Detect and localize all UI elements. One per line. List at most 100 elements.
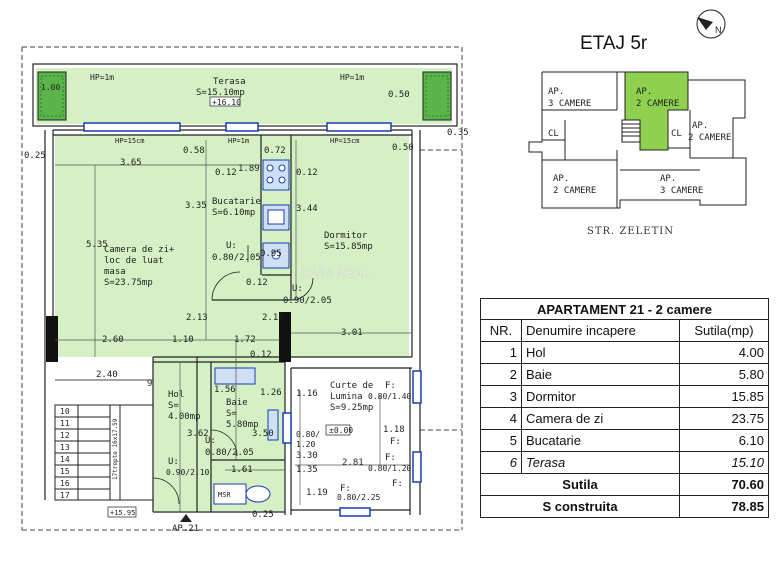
kp-ap-nw-a: AP. [548, 87, 564, 97]
row-nr: 5 [480, 429, 522, 452]
dim-label: 0.58 [183, 146, 205, 156]
dim-label: 3.35 [185, 201, 207, 211]
row-name: Bucatarie [521, 429, 680, 452]
kp-ap-sel-a: AP. [636, 87, 652, 97]
room-area-baie-label: S= [226, 409, 237, 419]
row-area: 6.10 [679, 429, 769, 452]
kitchen-units [262, 159, 290, 269]
dim-label: 1.18 [383, 425, 405, 435]
row-name: Camera de zi [521, 407, 680, 430]
dim-label: 0.50 [392, 143, 414, 153]
dim-label: 0.80/1.20 [368, 464, 412, 473]
dim-label: 1.19 [306, 488, 328, 498]
row-nr: 3 [480, 385, 522, 408]
dim-label: U: [292, 284, 303, 294]
floor-level: +15.95 [110, 509, 135, 517]
dim-label: MSR [218, 491, 231, 499]
plan-dashed-outline [21, 46, 463, 531]
dim-label: 0.50 [388, 90, 410, 100]
room-area-baie: 5.80mp [226, 420, 259, 430]
kp-ap-nw-b: 3 CAMERE [548, 99, 591, 109]
row-nr: 1 [480, 341, 522, 364]
stair-step-number: 15 [60, 467, 70, 476]
dim-label: HP=1m [340, 73, 364, 82]
dim-label: U: [226, 241, 237, 251]
dim-label: 1.10 [172, 335, 194, 345]
row-name: Hol [521, 341, 680, 364]
dim-label: 0.80/2.05 [205, 448, 254, 458]
dim-label: 1.16 [296, 389, 318, 399]
dim-label: 0.25 [24, 151, 46, 161]
kp-ap-se-a: AP. [660, 174, 676, 184]
row-nr: 6 [480, 451, 522, 474]
level-box [107, 506, 137, 518]
sutila-label: Sutila [480, 473, 680, 496]
dim-label: 2.81 [342, 458, 364, 468]
row-area: 15.10 [679, 451, 769, 474]
dim-label: F: [340, 484, 351, 494]
dim-label: 2.13 [186, 313, 208, 323]
dim-label: 0.95 [260, 249, 282, 259]
dim-label: 3.65 [120, 158, 142, 168]
dim-label: 0.12 [246, 278, 268, 288]
construita-label: S construita [480, 495, 680, 518]
dim-label: HP=1m [90, 73, 114, 82]
room-name-hol: Hol [168, 390, 184, 400]
dim-label: 0.80/1.40 [368, 392, 412, 401]
dim-label: 0.80/2.25 [337, 493, 381, 502]
total-row: Sutila 70.60 [480, 473, 769, 496]
kp-ap-sw-a: AP. [553, 174, 569, 184]
row-name: Terasa [521, 451, 680, 474]
table-row: 4 Camera de zi 23.75 [480, 407, 769, 430]
terasa-level-box [209, 96, 241, 107]
main-living-area [55, 135, 409, 357]
dimension-lines [55, 140, 412, 512]
terasa-area [36, 68, 452, 124]
room-area-hol-label: S= [168, 401, 179, 411]
stair-step-number: 12 [60, 431, 70, 440]
stair-description: 17trepte 16x17.59 [112, 418, 119, 480]
dim-label: F: [392, 479, 403, 489]
apartment-label: AP.21 [172, 524, 199, 534]
stair-step-number: 13 [60, 443, 70, 452]
room-area-bucatarie: S=6.10mp [212, 208, 255, 218]
kp-ap-se-b: 3 CAMERE [660, 186, 703, 196]
dim-label: 1.35 [296, 465, 318, 475]
dim-label: 0.90/2.05 [283, 296, 332, 306]
street-label: STR. ZELETIN [587, 226, 674, 237]
key-plan-selected-apartment [624, 71, 689, 151]
row-area: 5.80 [679, 363, 769, 386]
dim-label: 0.80/ [296, 430, 320, 439]
dim-label: 1.61 [231, 465, 253, 475]
room-name-curte: Curte de [330, 381, 373, 391]
dim-label: 1.89 [238, 164, 260, 174]
stair-step-number: 11 [60, 419, 70, 428]
entrance-marker-icon [180, 514, 192, 522]
row-area: 15.85 [679, 385, 769, 408]
terasa-level: +16.10 [212, 98, 241, 107]
stair-step-number: 10 [60, 407, 70, 416]
table-row: 2 Baie 5.80 [480, 363, 769, 386]
dim-label: 3.62 [187, 429, 209, 439]
curte-level-box [325, 424, 351, 436]
dim-label: 0.12 [296, 168, 318, 178]
dim-label: 3.50 [252, 429, 274, 439]
sutila-value: 70.60 [679, 473, 769, 496]
room-area-dormitor: S=15.85mp [324, 242, 373, 252]
kp-cl-right: CL [671, 129, 682, 139]
col-header-area: Sutila(mp) [679, 319, 769, 342]
kp-ap-ne-b: 2 CAMERE [688, 133, 731, 143]
dim-label: 1.00 [41, 83, 60, 92]
dim-label: F: [385, 381, 396, 391]
stair-step-number: 16 [60, 479, 70, 488]
dim-label: 0.35 [447, 128, 469, 138]
curte-level: ±0.00 [329, 426, 353, 435]
dim-label: HP=1m [228, 137, 249, 145]
stair-step-number: 14 [60, 455, 70, 464]
dim-label: 2.40 [96, 370, 118, 380]
room-fills [36, 68, 452, 511]
row-name: Baie [521, 363, 680, 386]
dim-label: 2.13 [262, 313, 284, 323]
dim-label: 0.90/2.10 [166, 468, 210, 477]
row-nr: 4 [480, 407, 522, 430]
